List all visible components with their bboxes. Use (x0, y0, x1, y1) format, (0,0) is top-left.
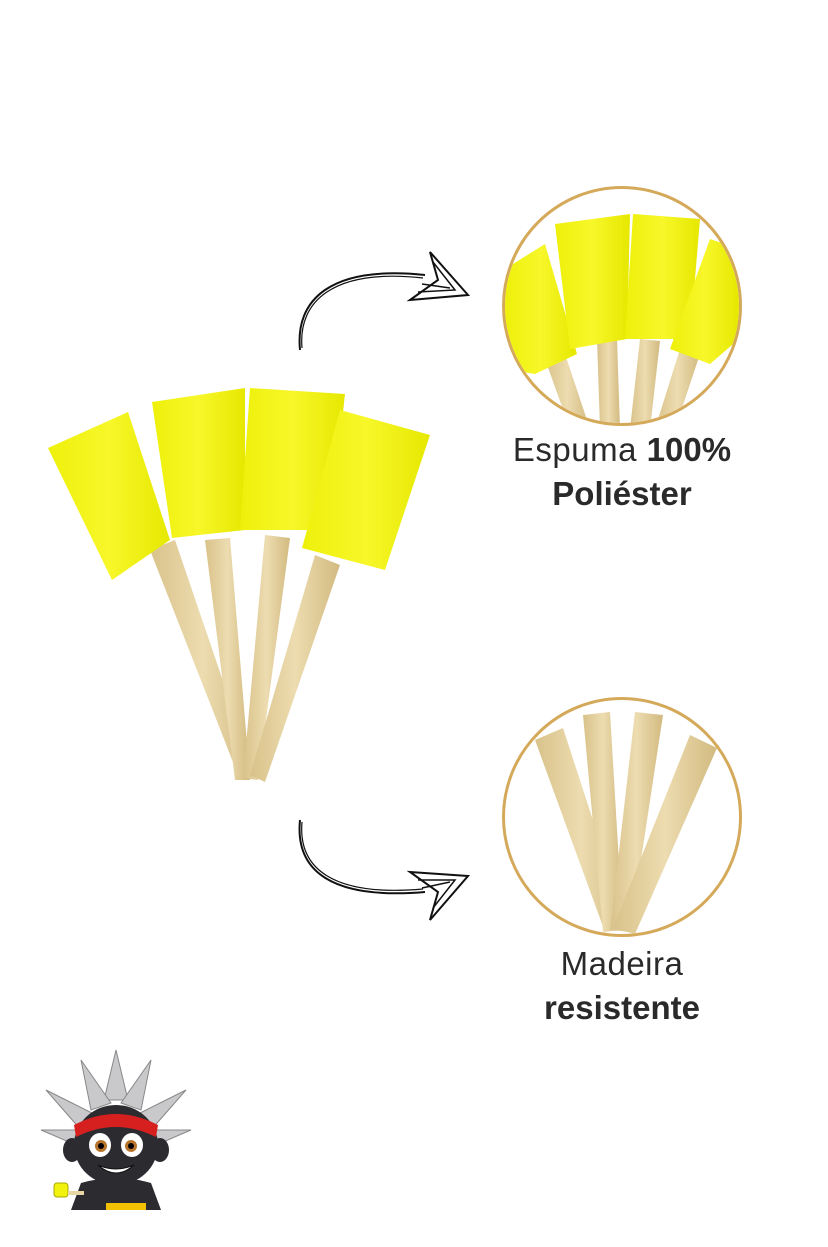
foam-heads (48, 388, 430, 580)
wood-caption-quality: resistente (544, 989, 700, 1026)
foam-caption-light: Espuma (512, 431, 647, 468)
wood-caption-light: Madeira (560, 945, 684, 982)
wood-closeup-circle (502, 697, 742, 937)
wood-handles (150, 535, 340, 782)
foam-caption: Espuma 100% Poliéster (472, 428, 772, 516)
mascot-icon (40, 1049, 192, 1210)
wood-caption: Madeira resistente (472, 942, 772, 1030)
curved-arrow-icon (298, 251, 471, 351)
foam-caption-percent: 100% (646, 431, 732, 468)
foam-brushes-product-image (48, 388, 430, 782)
foam-caption-material: Poliéster (552, 475, 692, 512)
foam-closeup-image (505, 214, 739, 423)
curved-arrow-icon (298, 819, 471, 921)
wood-closeup-image (535, 712, 717, 934)
foam-closeup-circle (502, 186, 742, 426)
